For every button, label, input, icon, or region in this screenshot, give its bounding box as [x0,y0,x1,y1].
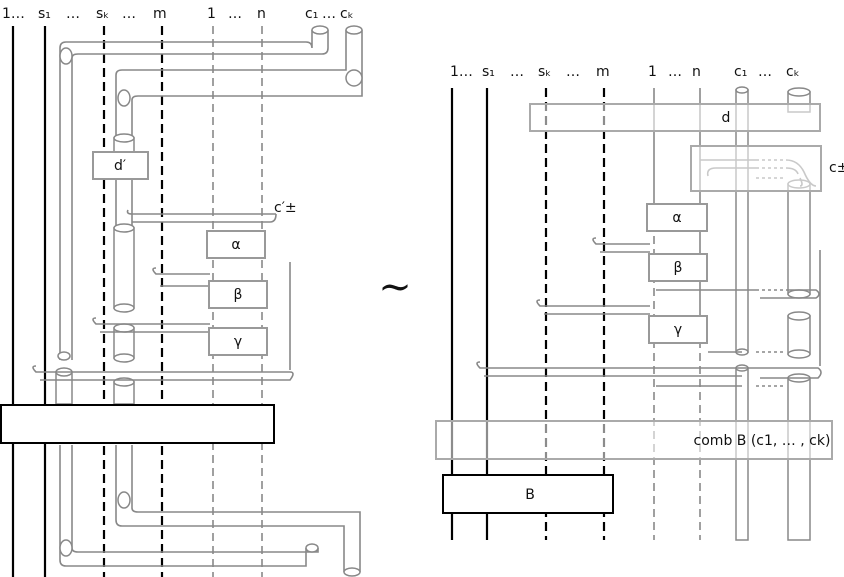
left-tube-end-a [59,47,73,65]
left-label-dots-4: … [322,6,336,22]
right-box-beta [648,253,708,282]
left-label-s1: s₁ [38,6,51,22]
left-label-c-pm-prime: c′± [274,200,297,216]
left-tube-end-d [117,89,131,107]
right-box-B-label: B [525,487,535,503]
left-box-d-prime-label: d′ [114,158,126,174]
left-label-1: 1… [2,6,25,22]
right-box-B [442,474,614,514]
right-top-labels: 1… s₁ … sₖ … m 1 … n c₁ … cₖ [450,64,800,80]
right-label-sk: sₖ [538,64,551,80]
left-label-dots-2: … [122,6,136,22]
right-label-dots-2: … [566,64,580,80]
left-tube-2 [113,227,135,309]
right-comb-box [435,420,833,460]
right-label-c-pm: c± [829,160,844,176]
right-box-gamma-label: γ [674,322,682,338]
left-label-sk: sₖ [96,6,109,22]
right-label-1: 1… [450,64,473,80]
right-label-dots-4: … [758,64,772,80]
left-box-beta-label: β [234,287,243,303]
left-box-alpha-label: α [231,237,240,253]
right-label-c1: c₁ [734,64,747,80]
right-label-dots-1: … [510,64,524,80]
right-tube-ck-mid [787,183,811,295]
left-box-gamma-label: γ [234,334,242,350]
left-diagram: 1… s₁ … sₖ … m 1 … n c₁ … cₖ [0,6,363,577]
left-ribbons-top [59,25,363,360]
left-label-m: m [153,6,167,22]
right-box-gamma [648,315,708,344]
right-box-d [529,103,821,132]
left-ribbons-bottom [59,445,361,577]
right-label-dots-3: … [668,64,682,80]
left-box-d-prime [92,151,149,180]
left-tube-end-b [311,25,329,35]
right-box-d-label: d [722,110,731,126]
right-diagram: 1… s₁ … sₖ … m 1 … n c₁ … cₖ [435,64,844,541]
left-label-dots-1: … [66,6,80,22]
right-box-alpha [646,203,708,232]
right-label-m: m [596,64,610,80]
right-label-ck: cₖ [786,64,800,80]
left-box-beta [208,280,268,309]
left-label-n: n [257,6,266,22]
left-label-ck: cₖ [340,6,354,22]
left-tube-end-c [345,25,363,35]
left-label-dots-3: … [228,6,242,22]
right-label-s1: s₁ [482,64,495,80]
left-top-labels: 1… s₁ … sₖ … m 1 … n c₁ … cₖ [2,6,354,22]
equivalence-tilde: ~ [378,264,412,310]
right-tube-ck-low [787,315,811,355]
right-comb-label: comb B (c1, … , ck) [694,433,831,449]
left-label-c1: c₁ [305,6,318,22]
right-box-alpha-label: α [672,210,681,226]
right-box-c-pm [690,145,822,192]
right-label-1b: 1 [648,64,657,80]
right-box-beta-label: β [674,260,683,276]
left-label-1b: 1 [207,6,216,22]
left-tube-end-e [345,69,363,87]
left-c-prime-strand [126,209,276,215]
left-box-alpha [206,230,266,259]
right-label-n: n [692,64,701,80]
left-tube-5 [55,371,73,405]
left-box-gamma [208,327,268,356]
left-big-box [0,404,275,444]
